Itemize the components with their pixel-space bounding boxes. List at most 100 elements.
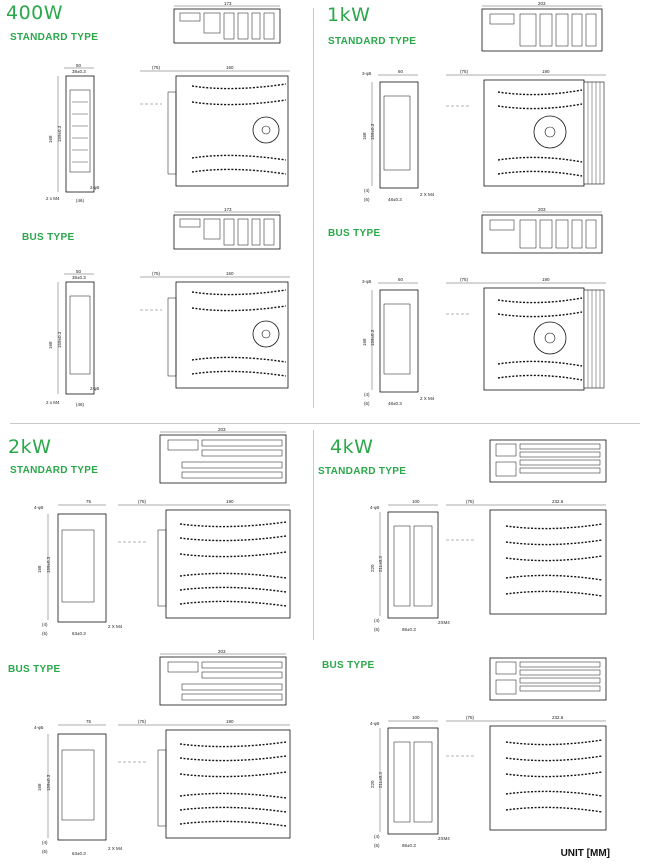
dim-1kw-bus-c1: (4) [364,392,370,397]
drawing-1kw-std-front: 3-φ5 60 168 159±0.3 (4) (6) 48±0.3 2 X M… [362,69,435,202]
drawing-400w-std-top: 173 [173,1,281,44]
dim-2kw-bus-front-height: 168 [37,783,42,791]
dim-400w-bus-side-width: 160 [226,271,234,276]
drawing-1kw-bus-side: (75) 190 [446,277,606,391]
dim-400w-std-holes: 2-φ5 [90,185,100,190]
drawing-400w-bus-front: 50 38±0.3 168 159±0.3 2-φ5 2 x M4 (46) [46,269,100,407]
dim-2kw-bus-side-offset: (75) [138,719,147,724]
label-4kw-standard: STANDARD TYPE [318,466,407,477]
dim-400w-bus-front-height: 168 [48,341,53,349]
drawing-400w-bus-top: 173 [173,207,281,250]
dim-400w-std-side-offset: (75) [152,65,161,70]
vertical-divider-bottom [313,430,314,640]
drawing-2kw-bus-side: (75) 190 [118,719,291,839]
dim-2kw-std-side-width: 190 [226,499,234,504]
dim-400w-std-top-width: 173 [224,1,232,6]
dim-2kw-std-front-height: 168 [37,565,42,573]
dim-4kw-bus-bottom: 88±0.3 [402,843,416,848]
dim-1kw-bus-screw: 2 X M4 [420,396,435,401]
dim-2kw-bus-bottom: 63±0.3 [72,851,86,856]
drawing-400w-std-front: 50 38±0.3 168 159±0.3 2-φ5 2 x M4 (46) [46,63,100,203]
dim-4kw-bus-front-width: 100 [412,715,420,720]
dim-2kw-bus-front-height2: 159±0.3 [46,774,51,791]
dim-1kw-bus-side-offset: (75) [460,277,469,282]
dim-2kw-std-screw: 2 X M4 [108,624,123,629]
dim-4kw-std-front-height: 220 [370,564,375,572]
dim-2kw-std-c1: (4) [42,622,48,627]
dim-400w-std-side-width: 160 [226,65,234,70]
drawing-4kw-std-front: 4-φ5 100 220 211±0.3 (4) (6) 88±0.3 2XM4 [370,499,450,632]
dim-1kw-bus-side-width: 190 [542,277,550,282]
dim-1kw-std-top-width: 203 [538,1,546,6]
drawing-4kw-std-top [489,439,607,483]
dim-400w-std-screw: 2 x M4 [46,196,60,201]
drawing-2kw-std-front: 4-φ5 75 168 159±0.3 (4) (6) 63±0.3 2 X M… [34,499,123,636]
dim-1kw-std-front-width: 60 [398,69,404,74]
title-2kw: 2kW [8,436,52,458]
label-4kw-bus: BUS TYPE [322,660,375,671]
dim-2kw-bus-front-width: 75 [86,719,92,724]
dim-4kw-std-c1: (4) [374,618,380,623]
dim-1kw-std-side-width: 190 [542,69,550,74]
dim-2kw-std-front-height2: 159±0.3 [46,556,51,573]
dim-1kw-std-bottom: 48±0.3 [388,197,402,202]
dim-1kw-bus-c2: (6) [364,401,370,406]
drawing-4kw-bus-front: 4-φ5 100 220 211±0.3 (4) (6) 88±0.3 2XM4 [370,715,450,848]
label-400w-standard: STANDARD TYPE [10,32,99,43]
dim-2kw-bus-c2: (6) [42,849,48,854]
drawing-2kw-std-top: 203 [159,427,287,484]
drawing-4kw-std-side: (75) 232.6 [446,499,607,615]
dim-2kw-bus-screw: 2 X M4 [108,846,123,851]
drawing-4kw-bus-side: (75) 232.6 [446,715,607,831]
dim-2kw-bus-side-width: 190 [226,719,234,724]
dim-400w-std-front-pitch: 38±0.3 [72,69,86,74]
dim-400w-std-bottom: (46) [76,198,85,203]
vertical-divider-top [313,8,314,408]
dim-400w-bus-screw: 2 x M4 [46,400,60,405]
dim-2kw-std-c2: (6) [42,631,48,636]
dim-1kw-bus-front-height2: 159±0.3 [370,329,375,346]
horizontal-divider [10,423,640,424]
dim-4kw-std-side-width: 232.6 [552,499,564,504]
dim-1kw-std-screw: 2 X M4 [420,192,435,197]
dim-1kw-bus-top-width: 203 [538,207,546,212]
dim-400w-bus-top-width: 173 [224,207,232,212]
label-1kw-bus: BUS TYPE [328,228,381,239]
dim-1kw-std-front-height2: 159±0.3 [370,123,375,140]
drawing-1kw-std-side: (75) 190 [446,69,606,187]
dim-4kw-std-bottom: 88±0.3 [402,627,416,632]
dim-400w-bus-side-offset: (75) [152,271,161,276]
dim-4kw-std-side-offset: (75) [466,499,475,504]
dim-4kw-bus-c1: (4) [374,834,380,839]
label-1kw-standard: STANDARD TYPE [328,36,417,47]
dim-4kw-std-c2: (6) [374,627,380,632]
dim-4kw-std-front-height2: 211±0.3 [378,556,383,572]
dim-400w-bus-holes: 2-φ5 [90,386,100,391]
dim-400w-bus-front-height2: 159±0.3 [57,331,62,348]
drawing-1kw-std-top: 203 [481,1,603,52]
dim-1kw-bus-front-width: 60 [398,277,404,282]
dim-1kw-std-c1: (4) [364,188,370,193]
label-2kw-standard: STANDARD TYPE [10,465,99,476]
dim-2kw-std-holes: 4-φ5 [34,505,44,510]
dim-400w-bus-front-pitch: 38±0.3 [72,275,86,280]
dim-4kw-std-holes: 4-φ5 [370,505,380,510]
label-2kw-bus: BUS TYPE [8,664,61,675]
dim-1kw-bus-holes: 3-φ5 [362,279,372,284]
dim-4kw-bus-holes: 4-φ5 [370,721,380,726]
dim-4kw-bus-side-offset: (75) [466,715,475,720]
drawing-2kw-std-side: (75) 190 [118,499,291,619]
dim-400w-std-front-width: 50 [76,63,82,68]
dim-4kw-bus-front-height: 220 [370,780,375,788]
dim-4kw-std-screw: 2XM4 [438,620,450,625]
dim-2kw-bus-holes: 4-φ5 [34,725,44,730]
title-4kw: 4kW [330,436,374,458]
dim-400w-bus-front-width: 50 [76,269,82,274]
dim-4kw-bus-front-height2: 211±0.3 [378,772,383,788]
dim-4kw-bus-side-width: 232.6 [552,715,564,720]
dim-2kw-std-top-width: 203 [218,427,226,432]
dim-2kw-std-side-offset: (75) [138,499,147,504]
drawing-2kw-bus-top: 203 [159,649,287,706]
dim-4kw-bus-c2: (6) [374,843,380,848]
drawing-400w-std-side: (75) 160 [140,65,290,187]
